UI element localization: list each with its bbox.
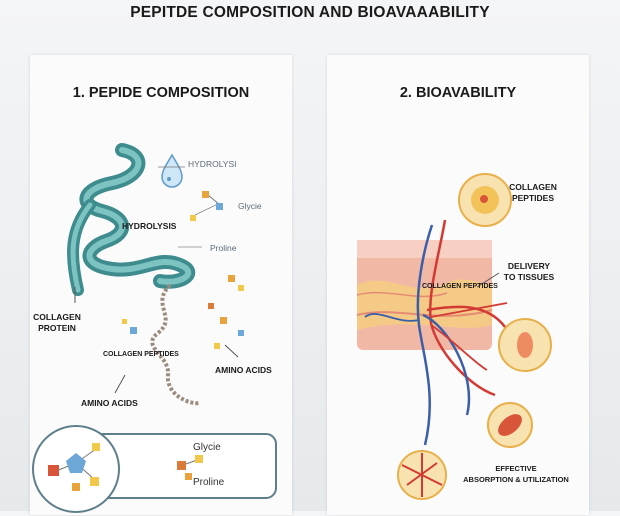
effective-absorption-label: EFFECTIVE ABSORPTION & UTILIZATION: [463, 464, 569, 484]
collagen-peptide-cell-icon: [458, 173, 512, 227]
page-title: PEPITDE COMPOSITION AND BIOAVAAABILITY: [130, 4, 490, 21]
inset-glycine-label: Glycie: [193, 442, 221, 453]
amino-acid-molecules-icon: [122, 191, 244, 349]
hydrolysis-label: HYDROLYSIS: [122, 221, 177, 231]
delivered-cell-icon: [498, 318, 552, 372]
delivery-label: DELIVERY TO TISSUES: [503, 261, 555, 282]
collagen-helix-icon: [67, 143, 196, 296]
amino-acids-left-label: AMINO ACIDS: [81, 398, 138, 408]
inset-circle-molecule-icon: [48, 443, 100, 491]
amino-acids-right-label: AMINO ACIDS: [215, 365, 272, 375]
left-panel-title: 1. PEPIDE COMPOSITION: [72, 85, 250, 101]
muscle-fiber-icon: [487, 402, 533, 448]
peptide-composition-illustration: [67, 143, 244, 406]
right-panel-title: 2. BIOAVABILITY: [399, 85, 517, 101]
inset-molecule-icon: [177, 455, 203, 480]
delivery-pointer-line: [476, 272, 500, 288]
collagen-peptides-label: COLLAGEN PEPTIDES: [103, 351, 179, 358]
water-drop-icon: [161, 153, 183, 188]
amino-acids-pointer-line: [224, 344, 239, 358]
inset-proline-label: Proline: [193, 477, 225, 488]
left-panel: 1. PEPIDE COMPOSITION: [30, 55, 292, 515]
right-panel: 2. BIOAVABILITY: [327, 55, 589, 515]
bioavailability-illustration: [356, 173, 552, 500]
collagen-protein-label: COLLAGEN PROTEIN: [33, 312, 81, 333]
blood-vessel-icon: [364, 219, 508, 446]
hydrolysis-icon-label: HYDROLYSI: [188, 159, 237, 169]
peptide-chain-icon: [150, 283, 201, 406]
proline-label: Proline: [210, 243, 237, 253]
amino-acids-left-pointer-line: [114, 374, 126, 394]
absorption-cell-icon: [397, 450, 447, 500]
collagen-peptides-vessel-label: COLLAGEN PEPTIDES: [422, 283, 498, 290]
glycine-label: Glycie: [238, 201, 262, 211]
glycine-pointer-line: [194, 202, 221, 216]
molecule-inset-circle: [32, 425, 120, 513]
collagen-peptides-top-label: COLLAGEN PEPTIDES: [509, 182, 557, 203]
